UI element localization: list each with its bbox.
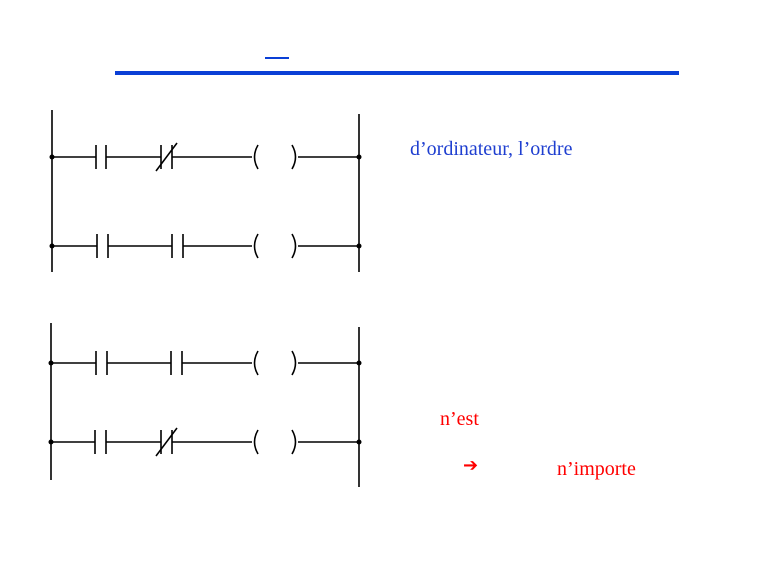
note-nimporte: n’importe [557,458,636,480]
coil-icon [253,144,297,170]
coil-icon [253,233,297,259]
ladder-top [49,110,362,272]
node-dot [356,243,362,249]
arrow-right-icon: ➔ [463,455,479,476]
ladder-bottom [48,323,362,487]
coil-icon [253,429,297,455]
contact-no-icon [94,430,107,454]
contact-no-icon [171,234,184,258]
rung [48,350,362,376]
rung [48,427,362,457]
note-nest: n’est [440,408,479,430]
coil-icon [253,350,297,376]
node-dot [356,154,362,160]
node-dot [356,439,362,445]
title-dash [265,57,289,59]
contact-no-icon [95,351,108,375]
node-dot [356,360,362,366]
contact-no-icon [95,145,107,169]
contact-no-icon [96,234,109,258]
contact-no-icon [170,351,183,375]
rung [49,233,362,259]
rung [49,142,362,172]
note-ordinateur: d’ordinateur, l’ordre [410,138,573,160]
title-underline [115,71,679,75]
